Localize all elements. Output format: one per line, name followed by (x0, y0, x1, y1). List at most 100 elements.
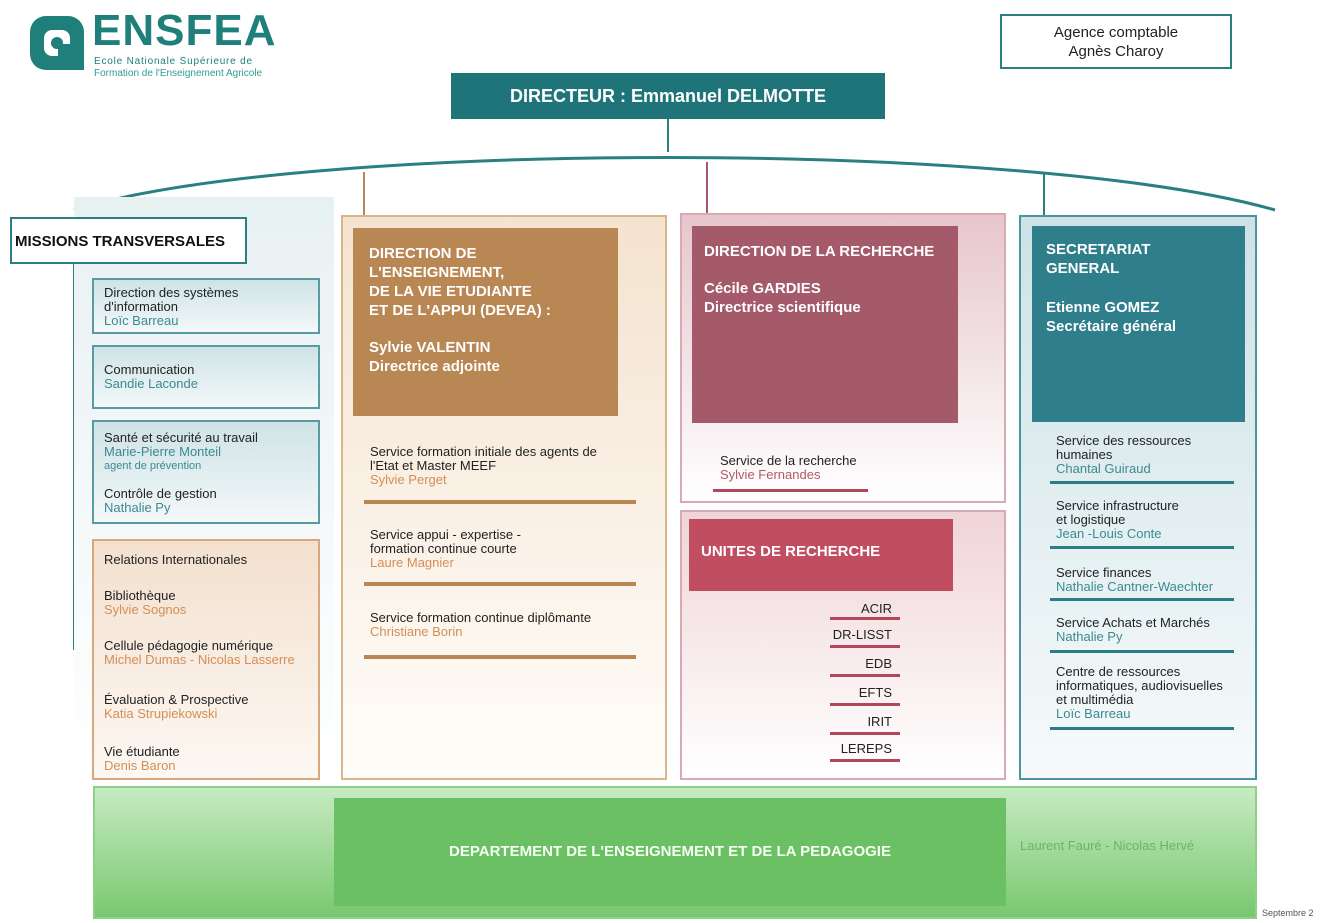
sg-service-rule (1050, 727, 1234, 730)
sg-service: Service Achats et Marchés Nathalie Py (1056, 616, 1246, 644)
service-line2: l'Etat et Master MEEF (370, 458, 497, 473)
agence-person: Agnès Charoy (1068, 43, 1164, 60)
logo-subtitle-line1: Ecole Nationale Supérieure de (94, 56, 253, 67)
mission-title: Vie étudiante (104, 744, 180, 759)
mission-person: Sandie Laconde (104, 376, 198, 391)
service-line1: Service de la recherche (720, 453, 857, 468)
unite-rule (830, 759, 900, 762)
devea-service-rule (364, 500, 636, 504)
sg-head-line: SECRETARIAT (1046, 241, 1151, 258)
service-person: Chantal Guiraud (1056, 461, 1151, 476)
service-line: et multimédia (1056, 692, 1134, 707)
mission-box-communication: Communication Sandie Laconde (92, 345, 320, 409)
mission-box-relations: Relations Internationales Bibliothèque S… (92, 539, 320, 780)
sg-person: Etienne GOMEZ (1046, 299, 1160, 316)
service-line2: formation continue courte (370, 541, 517, 556)
service-line: Service des ressources (1056, 433, 1192, 448)
sg-service-rule (1050, 650, 1234, 653)
unites-head-box: UNITES DE RECHERCHE (689, 519, 953, 591)
devea-head-line: ET DE L'APPUI (DEVEA) : (369, 302, 551, 319)
arc-roof (73, 156, 1276, 212)
sg-head-box: SECRETARIAT GENERAL Etienne GOMEZ Secrét… (1032, 226, 1245, 422)
service-line: informatiques, audiovisuelles (1056, 678, 1223, 693)
mission-title-2: Contrôle de gestion (104, 486, 217, 501)
sg-service-rule (1050, 481, 1234, 484)
recherche-role: Directrice scientifique (704, 299, 861, 316)
sg-role: Secrétaire général (1046, 318, 1177, 335)
service-person: Loïc Barreau (1056, 706, 1131, 721)
service-line: et logistique (1056, 512, 1126, 527)
devea-service-rule (364, 582, 636, 586)
unite-rule (830, 617, 900, 620)
service-line: humaines (1056, 447, 1113, 462)
unite-label: LEREPS (840, 741, 892, 756)
unite-label: DR-LISST (832, 627, 892, 642)
director-box: DIRECTEUR : Emmanuel DELMOTTE (451, 73, 885, 119)
mission-title-line2: d'information (104, 299, 179, 314)
recherche-person: Cécile GARDIES (704, 280, 821, 297)
service-person: Nathalie Py (1056, 629, 1123, 644)
devea-service: Service appui - expertise - formation co… (370, 528, 630, 570)
mission-person-2: Nathalie Py (104, 500, 171, 515)
unite-label: EFTS (858, 685, 892, 700)
mission-person: Marie-Pierre Monteil (104, 444, 222, 459)
service-person: Laure Magnier (370, 555, 454, 570)
unite-rule (830, 703, 900, 706)
mission-title: Communication (104, 362, 195, 377)
service-line1: Service appui - expertise - (370, 527, 522, 542)
unite-label: EDB (865, 656, 892, 671)
service-person: Jean -Louis Conte (1056, 526, 1162, 541)
mission-title: Cellule pédagogie numérique (104, 638, 274, 653)
service-line1: Service formation continue diplômante (370, 610, 592, 625)
service-person: Nathalie Cantner-Waechter (1056, 579, 1214, 594)
agence-comptable-box: Agence comptable Agnès Charoy (1000, 14, 1232, 69)
departement-people: Laurent Fauré - Nicolas Hervé (1020, 838, 1195, 853)
recherche-head-title: DIRECTION DE LA RECHERCHE (704, 243, 935, 260)
unite-rule (830, 732, 900, 735)
mission-title: Bibliothèque (104, 588, 176, 603)
mission-box-dsi: Direction des systèmes d'information Loï… (92, 278, 320, 334)
devea-service: Service formation continue diplômante Ch… (370, 611, 630, 639)
mission-person: Sylvie Sognos (104, 602, 187, 617)
unite-rule (830, 674, 900, 677)
recherche-head-box: DIRECTION DE LA RECHERCHE Cécile GARDIES… (692, 226, 958, 423)
service-person: Sylvie Perget (370, 472, 447, 487)
sg-service-rule (1050, 598, 1234, 601)
unite-label: IRIT (867, 714, 892, 729)
mission-box-sante: Santé et sécurité au travail Marie-Pierr… (92, 420, 320, 524)
mission-person: Katia Strupiekowski (104, 706, 218, 721)
sg-service: Service des ressources humaines Chantal … (1056, 434, 1246, 476)
mission-person: Denis Baron (104, 758, 176, 773)
sg-service: Service infrastructure et logistique Jea… (1056, 499, 1246, 541)
service-line1: Service formation initiale des agents de (370, 444, 597, 459)
mission-title: Relations Internationales (104, 552, 248, 567)
service-line: Service infrastructure (1056, 498, 1179, 513)
devea-person: Sylvie VALENTIN (369, 339, 491, 356)
missions-label: MISSIONS TRANSVERSALES (10, 217, 247, 264)
service-person: Christiane Borin (370, 624, 463, 639)
agence-title: Agence comptable (1053, 24, 1179, 41)
departement-title: DEPARTEMENT DE L'ENSEIGNEMENT ET DE LA P… (334, 798, 1006, 906)
devea-head-line: L'ENSEIGNEMENT, (369, 264, 505, 281)
unite-rule (830, 645, 900, 648)
mission-title-line1: Direction des systèmes (104, 285, 239, 300)
logo-subtitle-line2: Formation de l'Enseignement Agricole (94, 68, 263, 79)
mission-role: agent de prévention (104, 460, 202, 472)
devea-head-line: DIRECTION DE (369, 245, 477, 262)
sg-service: Service finances Nathalie Cantner-Waecht… (1056, 566, 1246, 594)
devea-service-rule (364, 655, 636, 659)
ensfea-logo-icon (30, 16, 84, 70)
service-line: Service finances (1056, 565, 1152, 580)
recherche-service: Service de la recherche Sylvie Fernandes (720, 454, 900, 482)
mission-person: Loïc Barreau (104, 313, 179, 328)
sg-service: Centre de ressources informatiques, audi… (1056, 665, 1256, 721)
devea-role: Directrice adjointe (369, 358, 500, 375)
devea-service: Service formation initiale des agents de… (370, 445, 630, 487)
logo-title: ENSFEA (92, 6, 277, 55)
devea-head-line: DE LA VIE ETUDIANTE (369, 283, 532, 300)
mission-person: Michel Dumas - Nicolas Lasserre (104, 652, 295, 667)
service-person: Sylvie Fernandes (720, 467, 821, 482)
service-line: Centre de ressources (1056, 664, 1181, 679)
service-line: Service Achats et Marchés (1056, 615, 1210, 630)
sg-head-line: GENERAL (1046, 260, 1120, 277)
